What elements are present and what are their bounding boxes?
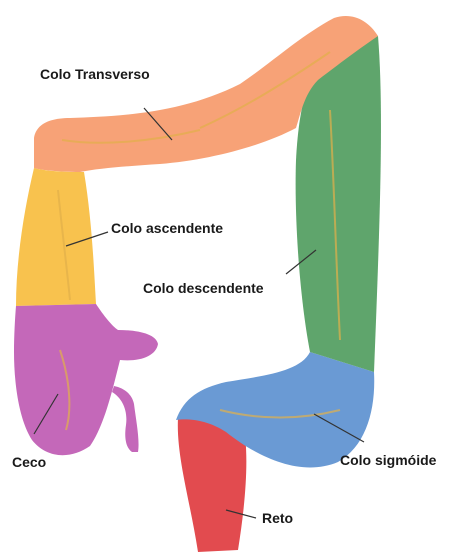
label-ceco: Ceco <box>12 454 46 470</box>
appendix <box>112 386 139 452</box>
label-colo-transverso: Colo Transverso <box>40 66 150 82</box>
label-colo-descendente: Colo descendente <box>143 280 264 296</box>
ascending-colon-region <box>16 168 96 306</box>
label-colo-ascendente: Colo ascendente <box>111 220 223 236</box>
label-reto: Reto <box>262 510 293 526</box>
label-colo-sigmoide: Colo sigmóide <box>340 452 436 468</box>
